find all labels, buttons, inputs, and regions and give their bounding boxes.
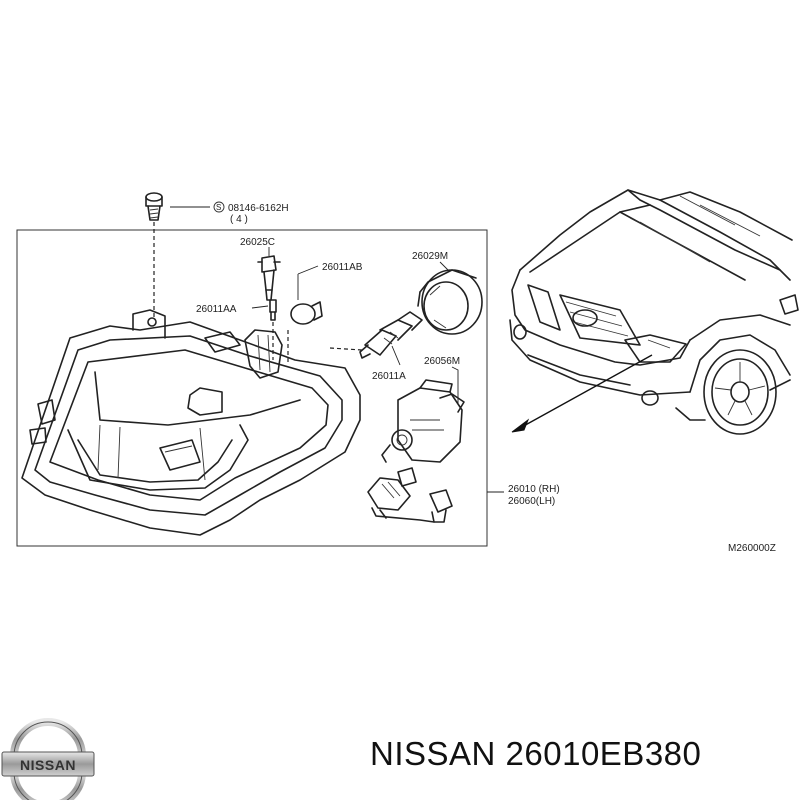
nissan-logo: NISSAN xyxy=(1,718,95,800)
assembly-frame xyxy=(16,229,488,547)
label-bulb-ab-part: 26011AB xyxy=(322,262,363,273)
pointer-arrowhead xyxy=(511,418,530,433)
socket-drawing xyxy=(257,247,281,301)
label-bolt-qty: ( 4 ) xyxy=(230,214,248,225)
logo-text: NISSAN xyxy=(20,757,76,773)
label-assembly-rh: 26010 (RH) xyxy=(508,484,560,495)
label-socket-part: 26025C xyxy=(240,237,275,248)
label-cover-part: 26029M xyxy=(412,251,448,262)
pointer-arrow xyxy=(519,354,653,429)
cover-drawing xyxy=(417,261,483,335)
bulb-ab-drawing xyxy=(287,265,323,362)
bolt-drawing: S xyxy=(145,192,225,318)
bulb-aa-drawing xyxy=(251,299,277,360)
vehicle-drawing xyxy=(509,189,799,435)
label-assembly-lh: 26060(LH) xyxy=(508,496,555,507)
label-bulb-aa-part: 26011AA xyxy=(196,304,237,315)
label-bulb-main-part: 26011A xyxy=(372,371,406,382)
headlamp-housing-drawing xyxy=(21,309,361,536)
bulb-main-drawing xyxy=(329,311,423,366)
harness-drawing xyxy=(367,467,453,523)
label-motor-part: 26056M xyxy=(424,356,460,367)
motor-drawing xyxy=(381,366,465,463)
label-bolt-part: 08146-6162H xyxy=(228,203,289,214)
svg-text:S: S xyxy=(216,203,221,212)
drawing-code: M260000Z xyxy=(728,543,776,554)
part-number-title: NISSAN 26010EB380 xyxy=(370,735,702,772)
